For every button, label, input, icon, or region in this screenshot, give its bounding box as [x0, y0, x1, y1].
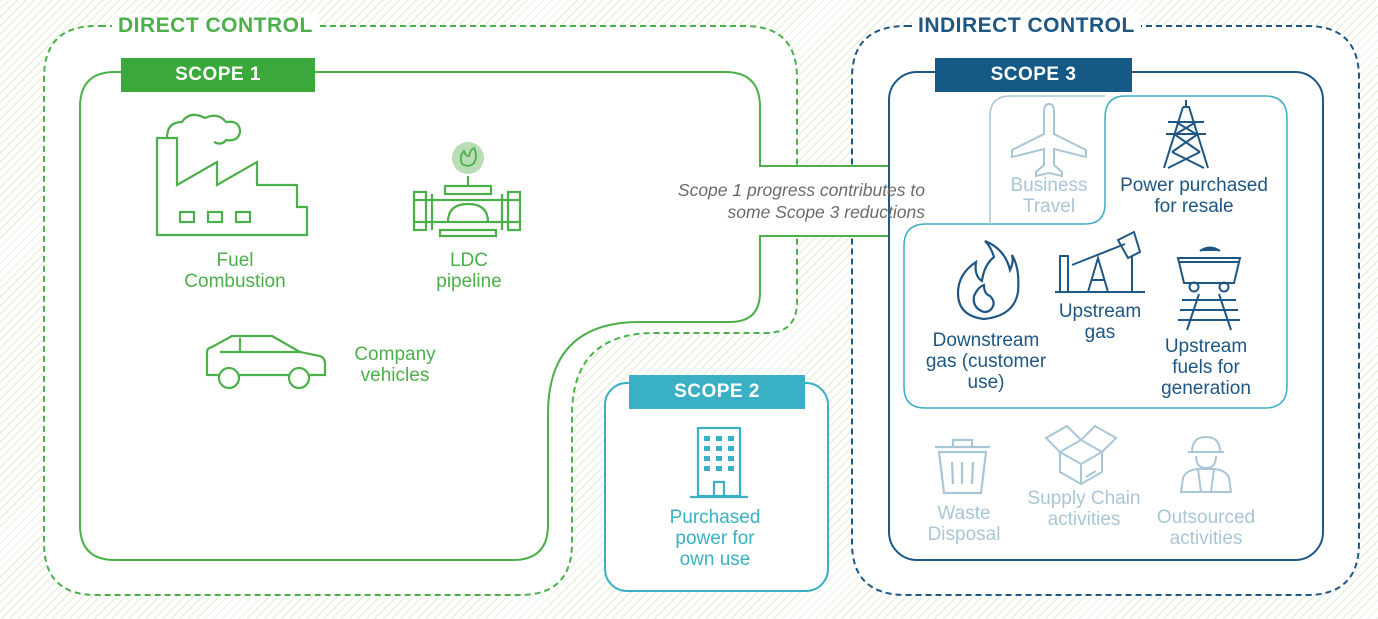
worker-icon — [1179, 435, 1233, 493]
purchased-power-label: Purchased power for own use — [669, 507, 761, 570]
direct-control-title: DIRECT CONTROL — [112, 14, 319, 38]
business-travel-box — [989, 95, 1105, 224]
outsourced-label: Outsourced activities — [1156, 507, 1256, 549]
scope2-tag: SCOPE 2 — [629, 375, 805, 409]
company-vehicles-label: Company vehicles — [354, 344, 436, 386]
airplane-icon — [1011, 102, 1087, 178]
scope3-inner-region — [903, 95, 1288, 409]
pipeline-icon — [412, 142, 522, 238]
fuel-combustion-label: Fuel Combustion — [184, 250, 286, 292]
supply-chain-label: Supply Chain activities — [1027, 488, 1141, 530]
flame-icon — [956, 239, 1020, 321]
coal-cart-icon — [1176, 246, 1242, 331]
downstream-gas-label: Downstream gas (customer use) — [925, 330, 1047, 393]
scope3-tag: SCOPE 3 — [935, 58, 1132, 92]
factory-icon — [155, 113, 309, 237]
power-tower-icon — [1163, 100, 1209, 169]
ldc-pipeline-label: LDC pipeline — [436, 250, 502, 292]
waste-disposal-label: Waste Disposal — [927, 503, 1001, 545]
trash-icon — [935, 438, 990, 495]
indirect-control-title: INDIRECT CONTROL — [912, 14, 1141, 38]
arrow-note: Scope 1 progress contributes to some Sco… — [677, 180, 925, 222]
upstream-gas-label: Upstream gas — [1058, 301, 1142, 343]
box-icon — [1044, 424, 1118, 486]
pumpjack-icon — [1055, 230, 1145, 293]
upstream-fuels-label: Upstream fuels for generation — [1161, 336, 1251, 399]
power-resale-label: Power purchased for resale — [1120, 175, 1268, 217]
building-icon — [690, 426, 748, 499]
scope1-tag: SCOPE 1 — [121, 58, 315, 92]
car-icon — [205, 334, 327, 390]
business-travel-label: Business Travel — [1010, 175, 1088, 217]
